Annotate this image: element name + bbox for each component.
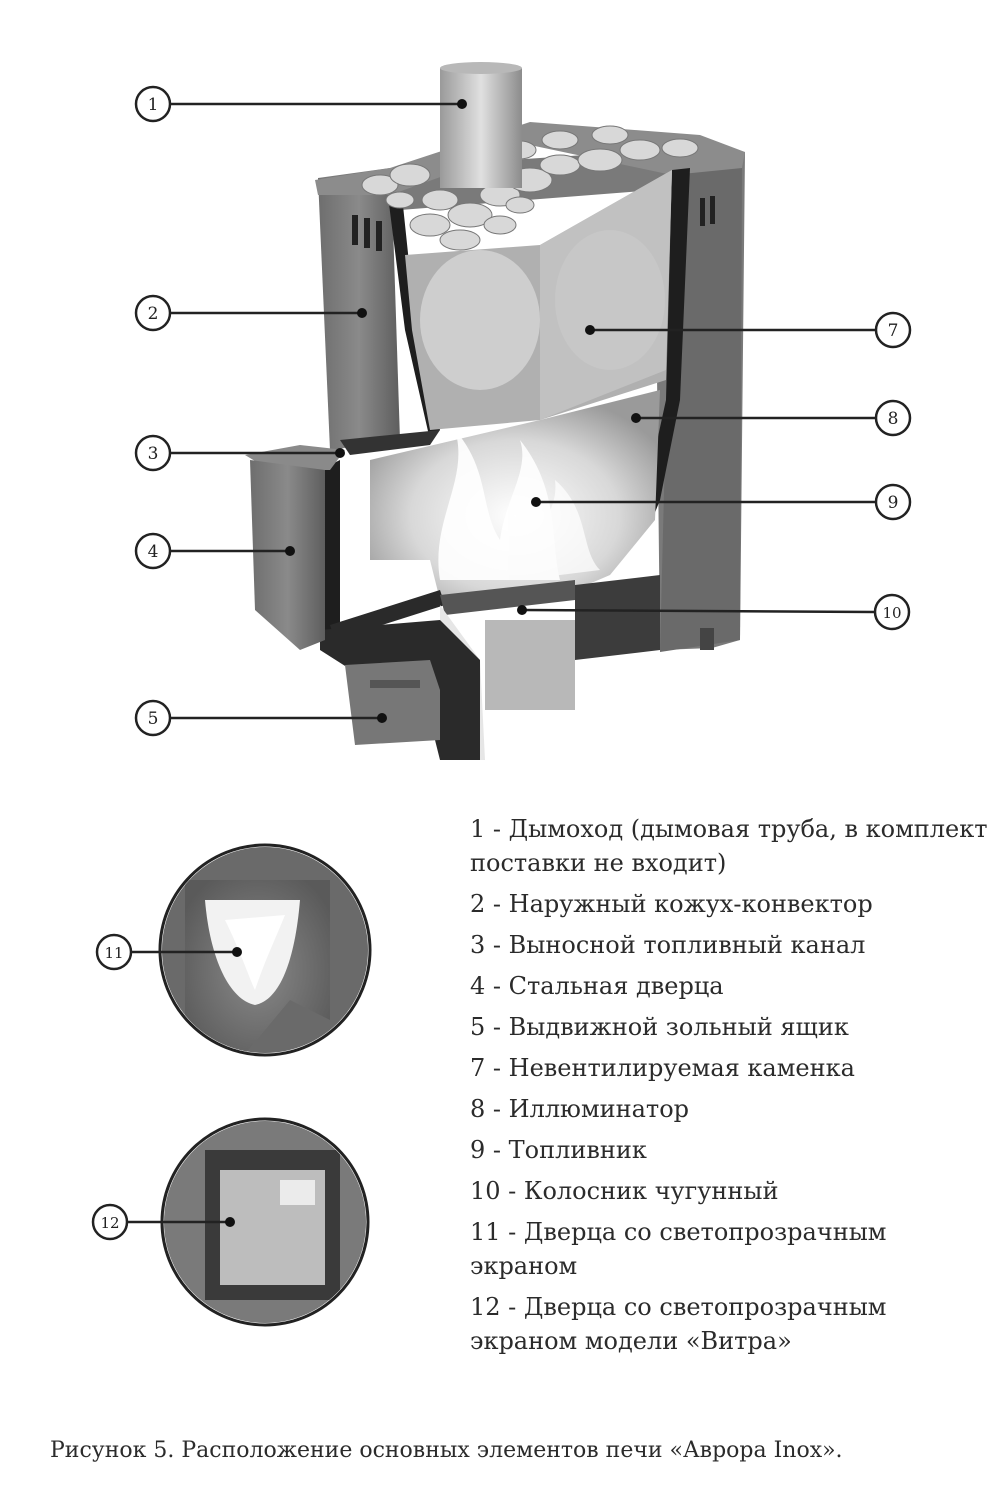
- vent-slot: [710, 196, 715, 224]
- callout-label-4: 4: [148, 542, 159, 562]
- callout-label-9: 9: [888, 493, 899, 513]
- smoke-swirl: [420, 250, 540, 390]
- legend-item-9: 9 - Топливник: [470, 1136, 647, 1164]
- figure-caption: Рисунок 5. Расположение основных элемент…: [50, 1438, 843, 1463]
- stove-foot: [700, 628, 714, 650]
- callout-9: [874, 483, 912, 521]
- base-right: [575, 575, 660, 660]
- inset-door-11: [158, 843, 372, 1057]
- vent-slot: [364, 218, 370, 248]
- flames: [438, 430, 600, 580]
- legend-item-1: 1 - Дымоход (дымовая труба, в комплект п…: [470, 815, 988, 877]
- callout-label-12: 12: [100, 1214, 119, 1232]
- chimney-pipe-top: [440, 62, 522, 74]
- callout-label-2: 2: [148, 304, 159, 324]
- legend-item-2: 2 - Наружный кожух-конвектор: [470, 890, 873, 918]
- legend-item-7: 7 - Невентилируемая каменка: [470, 1054, 855, 1082]
- legend-item-10: 10 - Колосник чугунный: [470, 1177, 779, 1205]
- callout-dots: [225, 99, 641, 1227]
- callout-7: [874, 311, 912, 349]
- stones: [361, 125, 699, 251]
- callout-4: [134, 532, 172, 570]
- callout-label-11: 11: [104, 944, 123, 962]
- grate: [440, 580, 575, 615]
- legend-item-11: 11 - Дверца со светопрозрачным экраном: [470, 1218, 887, 1280]
- stove-body: [245, 62, 745, 760]
- callout-label-1: 1: [148, 95, 159, 115]
- callout-2: [134, 294, 172, 332]
- chimney-pipe: [440, 68, 522, 188]
- vent-slot: [352, 215, 358, 245]
- callout-11: [95, 933, 133, 971]
- vent-slot: [700, 198, 705, 226]
- vent-slot: [376, 221, 382, 251]
- callout-3: [134, 434, 172, 472]
- heater-wall-right: [642, 168, 690, 520]
- legend-item-8: 8 - Иллюминатор: [470, 1095, 690, 1123]
- kamenka-box: [540, 170, 672, 420]
- callout-12: [91, 1203, 129, 1241]
- legend-item-4: 4 - Стальная дверца: [470, 972, 724, 1000]
- legend-item-3: 3 - Выносной топливный канал: [470, 931, 866, 959]
- callout-label-7: 7: [888, 321, 899, 341]
- firebox-wall: [340, 430, 440, 455]
- callout-8: [874, 399, 912, 437]
- legend: 1 - Дымоход (дымовая труба, в комплект п…: [470, 812, 990, 1365]
- callout-label-10: 10: [882, 604, 901, 622]
- callout-badges: [91, 85, 912, 1241]
- callout-5: [134, 699, 172, 737]
- ash-pan-inner: [485, 620, 575, 710]
- callout-labels: 1 2 3 4 5 7 8 9 10 11 12: [100, 95, 901, 1232]
- callout-label-8: 8: [888, 409, 899, 429]
- ash-drawer-handle: [370, 680, 420, 688]
- callout-label-5: 5: [148, 709, 159, 729]
- callout-lines: [128, 102, 876, 1224]
- callout-label-3: 3: [148, 444, 159, 464]
- callout-10: [873, 593, 911, 631]
- ash-drawer: [345, 660, 440, 745]
- legend-item-12: 12 - Дверца со светопрозрачным экраном м…: [470, 1293, 887, 1355]
- legend-item-5: 5 - Выдвижной зольный ящик: [470, 1013, 849, 1041]
- callout-1: [134, 85, 172, 123]
